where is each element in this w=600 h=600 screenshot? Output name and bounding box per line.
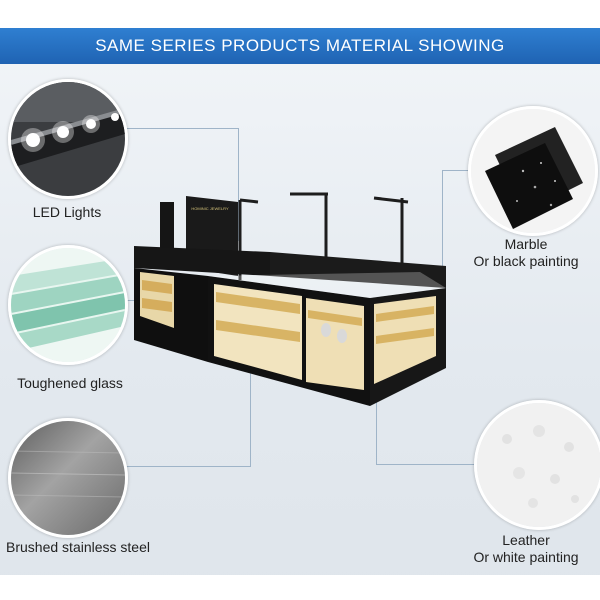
- brushed-steel-label: Brushed stainless steel: [6, 539, 150, 555]
- connector-steel: [124, 372, 251, 467]
- banner-title: SAME SERIES PRODUCTS MATERIAL SHOWING: [95, 36, 505, 55]
- connector-leather: [376, 378, 477, 465]
- glass-layers-icon: [11, 248, 125, 362]
- leather-label-line1: Leather: [502, 532, 550, 548]
- leather-label: Leather Or white painting: [452, 532, 600, 566]
- marble-circle: [468, 106, 598, 236]
- top-margin: [0, 0, 600, 28]
- brushed-steel-icon: [11, 421, 125, 535]
- led-lights-label: LED Lights: [32, 204, 102, 220]
- connector-marble: [442, 170, 469, 271]
- white-leather-icon: [477, 403, 600, 527]
- svg-text:HOMINIC JEWELRY: HOMINIC JEWELRY: [191, 206, 229, 211]
- marble-label: Marble Or black painting: [452, 236, 600, 270]
- leather-label-line2: Or white painting: [473, 549, 579, 565]
- led-lights-circle: [8, 79, 128, 199]
- marble-label-line2: Or black painting: [473, 253, 579, 269]
- bottom-margin: [0, 575, 600, 600]
- connector-led: [118, 128, 239, 241]
- leather-circle: [474, 400, 600, 530]
- toughened-glass-circle: [8, 245, 128, 365]
- led-strip-icon: [11, 82, 125, 196]
- jewelry-kiosk-illustration: HOMINIC JEWELRY: [134, 192, 446, 406]
- black-marble-icon: [471, 109, 595, 233]
- toughened-glass-label: Toughened glass: [17, 375, 123, 391]
- brushed-steel-circle: [8, 418, 128, 538]
- page-banner: SAME SERIES PRODUCTS MATERIAL SHOWING: [0, 28, 600, 64]
- marble-label-line1: Marble: [504, 236, 548, 252]
